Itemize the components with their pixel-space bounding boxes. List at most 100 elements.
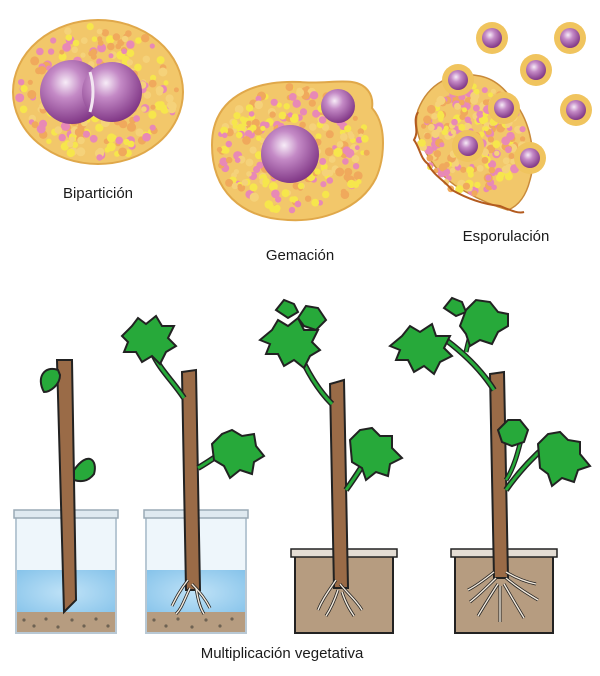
granule bbox=[60, 121, 70, 131]
granule bbox=[143, 91, 152, 99]
granule bbox=[71, 46, 78, 54]
granule bbox=[62, 43, 71, 52]
granule bbox=[71, 141, 79, 148]
granule bbox=[444, 161, 450, 168]
granule bbox=[476, 165, 484, 172]
spores bbox=[412, 22, 592, 214]
granule bbox=[105, 35, 115, 44]
granule bbox=[47, 48, 55, 55]
granule bbox=[311, 198, 320, 207]
granule bbox=[97, 40, 104, 46]
granule bbox=[431, 129, 440, 138]
granule bbox=[19, 105, 28, 114]
granule bbox=[314, 168, 321, 175]
granule bbox=[50, 37, 57, 44]
granule bbox=[488, 92, 493, 98]
granule bbox=[97, 43, 107, 53]
granule bbox=[470, 92, 476, 99]
granule bbox=[435, 101, 441, 108]
granule bbox=[426, 154, 434, 162]
granule bbox=[325, 130, 334, 139]
granule bbox=[219, 157, 228, 166]
granule bbox=[504, 172, 513, 181]
granule bbox=[121, 48, 127, 55]
granule bbox=[443, 125, 449, 131]
granule bbox=[320, 181, 327, 188]
granule bbox=[36, 124, 46, 134]
granule bbox=[220, 126, 229, 135]
granule bbox=[148, 79, 157, 88]
granule bbox=[37, 66, 47, 75]
granule bbox=[335, 167, 345, 177]
granule bbox=[462, 107, 467, 113]
granule bbox=[158, 101, 165, 108]
granule bbox=[36, 47, 44, 56]
granule bbox=[462, 182, 470, 190]
granule bbox=[308, 99, 316, 107]
granule bbox=[123, 138, 130, 146]
granule bbox=[288, 206, 296, 214]
granule bbox=[89, 134, 98, 143]
granule bbox=[285, 83, 294, 92]
granule bbox=[163, 80, 169, 86]
granule bbox=[225, 178, 234, 187]
granule bbox=[294, 200, 302, 208]
granule bbox=[54, 126, 63, 134]
granule bbox=[473, 104, 480, 112]
granule bbox=[309, 123, 317, 131]
granule bbox=[76, 147, 86, 157]
granule bbox=[473, 88, 480, 95]
granule bbox=[351, 155, 360, 163]
granule bbox=[348, 133, 355, 140]
granule bbox=[356, 179, 362, 185]
granule bbox=[126, 122, 137, 132]
granule bbox=[336, 141, 344, 148]
granule bbox=[288, 93, 297, 101]
granule bbox=[439, 142, 445, 148]
granule bbox=[474, 181, 481, 189]
granule bbox=[304, 195, 312, 202]
granule bbox=[485, 174, 492, 181]
granule bbox=[519, 126, 526, 133]
granule bbox=[231, 182, 239, 190]
granule bbox=[46, 138, 52, 144]
granule bbox=[149, 43, 155, 49]
granule bbox=[222, 132, 228, 139]
granule bbox=[494, 150, 500, 156]
granule bbox=[427, 123, 435, 131]
granule bbox=[90, 48, 97, 56]
granule bbox=[115, 136, 123, 145]
granule bbox=[27, 90, 37, 99]
granule bbox=[118, 147, 127, 157]
granule bbox=[459, 99, 465, 106]
granule bbox=[246, 171, 252, 177]
granule bbox=[275, 196, 282, 203]
granule bbox=[226, 156, 233, 164]
granule bbox=[142, 55, 150, 63]
granule bbox=[107, 42, 115, 51]
granule bbox=[342, 146, 351, 155]
granule bbox=[363, 149, 370, 156]
granule bbox=[278, 111, 287, 120]
granule bbox=[234, 105, 244, 114]
granule bbox=[58, 52, 67, 61]
granule bbox=[354, 145, 360, 151]
granule bbox=[149, 124, 156, 131]
granule bbox=[239, 116, 246, 122]
granule bbox=[142, 132, 151, 142]
granule bbox=[134, 63, 142, 72]
cutting-water-1 bbox=[13, 359, 119, 634]
granule bbox=[77, 136, 85, 145]
granule bbox=[281, 189, 290, 198]
granule bbox=[443, 169, 450, 176]
granule bbox=[309, 91, 319, 100]
granule bbox=[223, 147, 230, 154]
granule bbox=[291, 113, 299, 121]
granule bbox=[296, 88, 305, 97]
granule bbox=[454, 102, 461, 110]
granule bbox=[237, 183, 243, 189]
granule bbox=[20, 85, 28, 93]
cutting-soil-2 bbox=[388, 296, 592, 634]
granule bbox=[245, 104, 254, 112]
